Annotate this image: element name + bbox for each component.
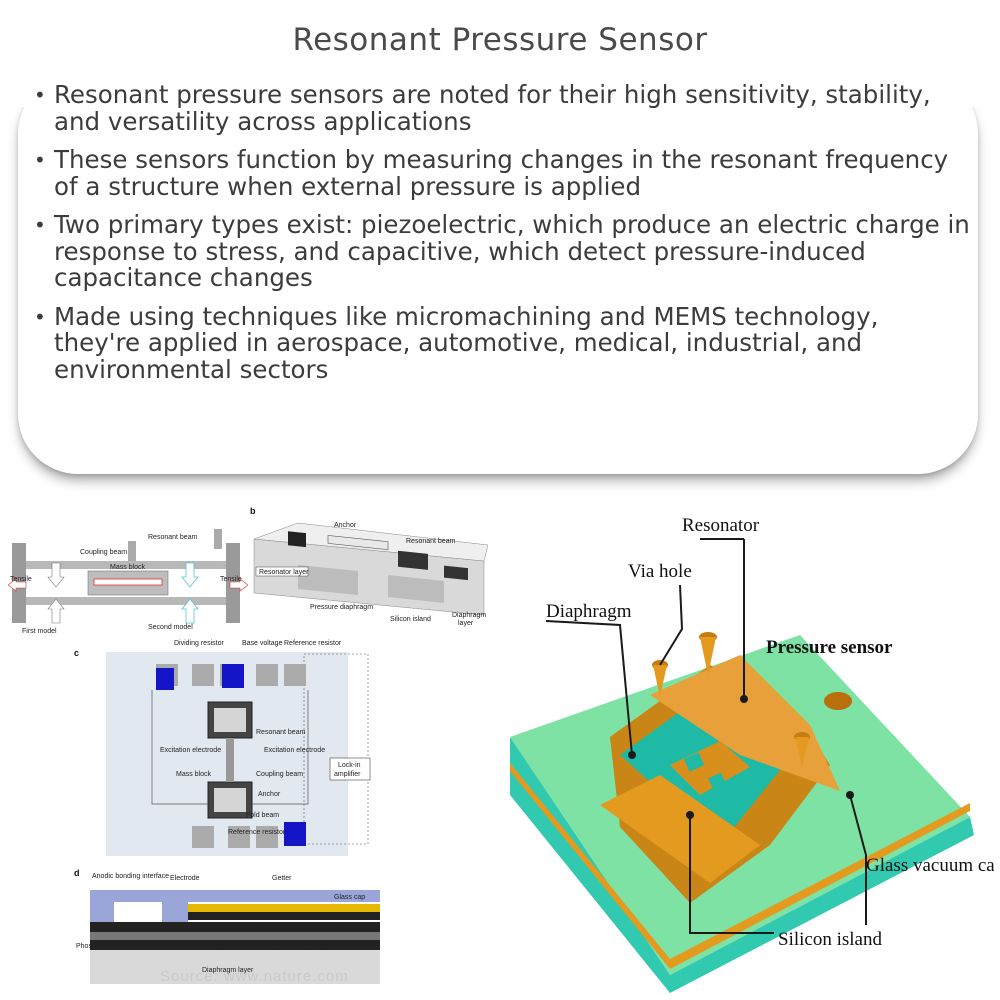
- label-first-model: First model: [22, 628, 57, 635]
- bullet-item: Made using techniques like micromachinin…: [30, 303, 970, 384]
- label-excitation-left: Excitation electrode: [160, 747, 221, 754]
- label-dividing-resistor: Dividing resistor: [174, 640, 224, 647]
- bullet-item: These sensors function by measuring chan…: [30, 146, 970, 200]
- label-glass-vacuum-cap: Glass vacuum cap: [866, 855, 994, 876]
- label-electrode: Electrode: [170, 875, 200, 882]
- label-glass-cap: Glass cap: [334, 894, 365, 901]
- label-n-type: N-type resonant layer: [268, 941, 336, 948]
- figure-b-diagram: b Anchor Resonant beam Resonator layer P…: [248, 505, 494, 633]
- label-phosphorus: Phosphorus-doped channel: [76, 943, 162, 950]
- label-fold-beam: Fold beam: [246, 812, 279, 819]
- label-reference-resistor-top: Reference resistor: [284, 640, 342, 647]
- label-diaphragm-layer-1: Diaphragm: [452, 612, 486, 619]
- label-base-voltage: Base voltage: [242, 640, 283, 647]
- label-diaphragm-layer-2: layer: [458, 620, 474, 627]
- label-lockin-2: amplifier: [334, 771, 361, 778]
- label-diaphragm-layer-d: Diaphragm layer: [202, 967, 254, 974]
- label-resonator: Resonator: [682, 515, 760, 536]
- figure-a-diagram: Coupling beam Resonant beam Mass block T…: [8, 505, 248, 635]
- label-excitation-right: Excitation electrode: [264, 747, 325, 754]
- page-title: Resonant Pressure Sensor: [292, 22, 708, 58]
- label-second-model: Second model: [148, 624, 193, 631]
- label-boron: Boron-doped channel: [168, 943, 235, 950]
- label-mass-block: Mass block: [110, 564, 146, 571]
- label-anchor-c: Anchor: [258, 791, 281, 798]
- label-pressure-sensor: Pressure sensor: [766, 637, 893, 658]
- label-coupling-beam-c: Coupling beam: [256, 771, 303, 778]
- label-tensile-left: Tensile: [10, 576, 32, 583]
- label-piezoresistor: Piezoresistor: [322, 925, 363, 932]
- label-anchor: Anchor: [334, 522, 357, 529]
- label-via-hole: Via hole: [628, 561, 692, 582]
- figure-d-diagram: d Anodic bonding interface Electrode Get…: [72, 866, 384, 988]
- bullet-item: Resonant pressure sensors are noted for …: [30, 81, 970, 135]
- label-silicon-island-b: Silicon island: [390, 616, 431, 623]
- label-anodic: Anodic bonding interface: [92, 873, 169, 880]
- figure-c-diagram: c Dividing resistor Base voltage Referen…: [72, 634, 382, 866]
- bullet-item: Two primary types exist: piezoelectric, …: [30, 211, 970, 292]
- label-mass-block-c: Mass block: [176, 771, 212, 778]
- label-coupling-beam: Coupling beam: [80, 549, 127, 556]
- label-dioxide: Dioxide: [222, 925, 245, 932]
- label-lockin-1: Lock-in: [338, 762, 361, 769]
- label-reference-resistor-bottom: Reference resistor: [228, 829, 286, 836]
- bullet-list: Resonant pressure sensors are noted for …: [30, 81, 970, 395]
- label-resonant-beam: Resonant beam: [148, 534, 198, 541]
- label-resonator-layer: Resonator layer: [259, 569, 309, 576]
- label-resonant-beam-b: Resonant beam: [406, 538, 456, 545]
- panel-label-d: d: [74, 868, 80, 878]
- label-tensile-right: Tensile: [220, 576, 242, 583]
- label-silicon-island: Silicon island: [778, 929, 882, 950]
- label-wire: Wire: [258, 925, 272, 932]
- label-getter: Getter: [272, 875, 292, 882]
- label-diaphragm: Diaphragm: [546, 601, 632, 622]
- label-pressure-diaphragm: Pressure diaphragm: [310, 604, 373, 611]
- panel-label-b: b: [250, 506, 256, 516]
- panel-label-c: c: [74, 648, 79, 658]
- label-resonant-beam-c: Resonant beam: [256, 729, 306, 736]
- source-caption: Source: www.nature.com: [160, 968, 349, 985]
- figure-3d-pressure-sensor: Resonator Via hole Diaphragm Pressure se…: [500, 505, 994, 993]
